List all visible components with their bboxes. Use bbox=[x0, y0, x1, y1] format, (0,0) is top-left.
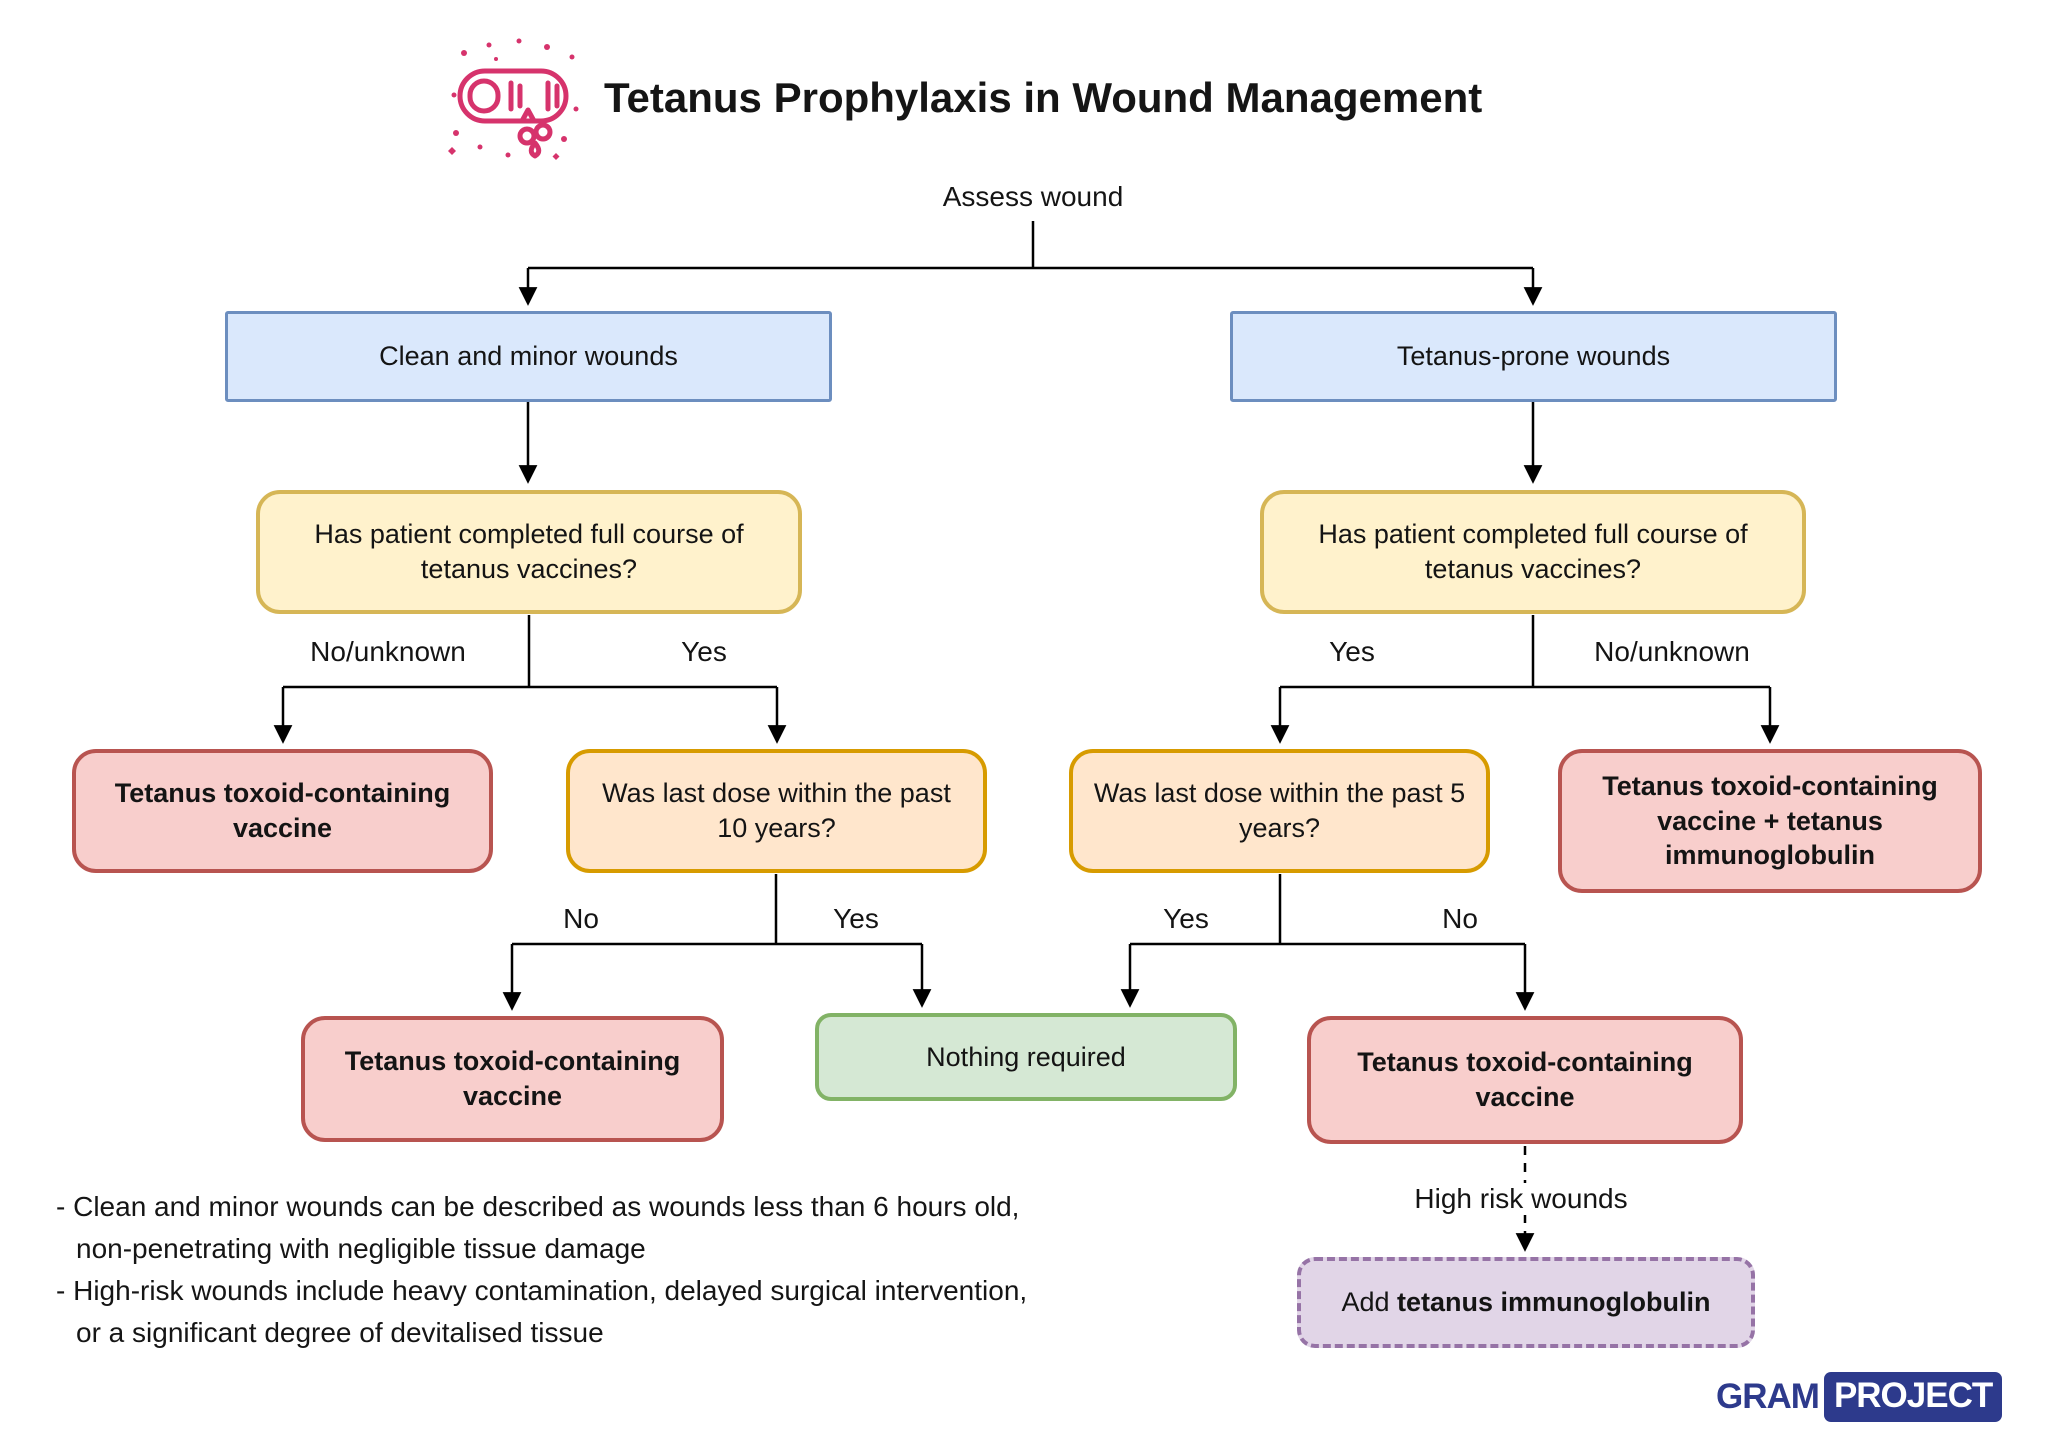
node-last-dose-5-years: Was last dose within the past 5 years? bbox=[1069, 749, 1490, 873]
footnote-line: non-penetrating with negligible tissue d… bbox=[76, 1233, 646, 1264]
page-header: Tetanus Prophylaxis in Wound Management bbox=[444, 34, 1482, 162]
node-last-dose-10-years: Was last dose within the past 10 years? bbox=[566, 749, 987, 873]
edge-label-yes-left2: Yes bbox=[825, 903, 887, 935]
node-full-course-question-left: Has patient completed full course of tet… bbox=[256, 490, 802, 614]
footnote-line: - High-risk wounds include heavy contami… bbox=[56, 1275, 1028, 1306]
edge-label-yes-right2: Yes bbox=[1155, 903, 1217, 935]
node-vaccine-plus-immunoglobulin: Tetanus toxoid-containing vaccine + teta… bbox=[1558, 749, 1982, 893]
root-node-label: Assess wound bbox=[934, 181, 1132, 213]
logo-project-text: PROJECT bbox=[1823, 1372, 2003, 1422]
edge-label-high-risk-wounds: High risk wounds bbox=[1406, 1183, 1636, 1215]
node-nothing-required: Nothing required bbox=[815, 1013, 1237, 1101]
page-title: Tetanus Prophylaxis in Wound Management bbox=[604, 74, 1483, 121]
node-vaccine-bottom-right: Tetanus toxoid-containing vaccine bbox=[1307, 1016, 1743, 1144]
logo-gram-text: GRAM bbox=[1716, 1377, 1820, 1416]
node-full-course-question-right: Has patient completed full course of tet… bbox=[1260, 490, 1806, 614]
edge-label-no-unknown-right: No/unknown bbox=[1586, 636, 1758, 668]
add-immunoglobulin-bold: tetanus immunoglobulin bbox=[1397, 1287, 1711, 1318]
edge-label-no-left2: No bbox=[555, 903, 607, 935]
node-clean-minor-wounds: Clean and minor wounds bbox=[225, 311, 832, 402]
node-vaccine-mid-left: Tetanus toxoid-containing vaccine bbox=[72, 749, 493, 873]
add-immunoglobulin-prefix: Add bbox=[1341, 1287, 1398, 1318]
edge-label-yes-right: Yes bbox=[1321, 636, 1383, 668]
footnote-line: - Clean and minor wounds can be describe… bbox=[56, 1191, 1020, 1222]
node-vaccine-bottom-left: Tetanus toxoid-containing vaccine bbox=[301, 1016, 724, 1142]
edge-label-yes-left: Yes bbox=[673, 636, 735, 668]
node-tetanus-prone-wounds: Tetanus-prone wounds bbox=[1230, 311, 1837, 402]
edge-label-no-unknown-left: No/unknown bbox=[302, 636, 474, 668]
gram-project-logo: GRAM PROJECT bbox=[1716, 1372, 2003, 1422]
footnote-line: or a significant degree of devitalised t… bbox=[76, 1317, 604, 1348]
node-add-immunoglobulin: Add tetanus immunoglobulin bbox=[1297, 1257, 1755, 1348]
edge-label-no-right2: No bbox=[1434, 903, 1486, 935]
wound-dressing-icon bbox=[448, 38, 579, 160]
footnotes: - Clean and minor wounds can be describe… bbox=[56, 1186, 1027, 1354]
